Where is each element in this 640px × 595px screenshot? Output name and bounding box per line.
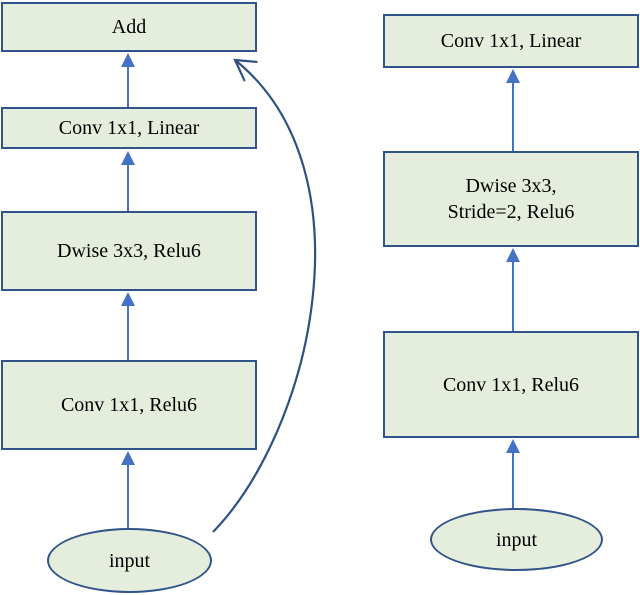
node-left-conv-1x1-linear-label: Conv 1x1, Linear (58, 117, 200, 139)
node-right-input: input (430, 508, 603, 571)
node-right-conv-1x1-relu6-label: Conv 1x1, Relu6 (442, 373, 580, 396)
node-add-label: Add (111, 16, 147, 38)
node-right-dwise-3x3-stride2-relu6: Dwise 3x3, Stride=2, Relu6 (383, 151, 639, 247)
node-left-dwise-3x3-relu6: Dwise 3x3, Relu6 (1, 211, 257, 291)
node-left-conv-1x1-relu6: Conv 1x1, Relu6 (1, 360, 257, 450)
node-right-conv-1x1-relu6: Conv 1x1, Relu6 (383, 331, 639, 438)
node-left-dwise-3x3-relu6-label: Dwise 3x3, Relu6 (57, 240, 201, 262)
node-right-conv-1x1-linear: Conv 1x1, Linear (383, 14, 639, 68)
node-add: Add (1, 2, 257, 52)
node-left-input: input (47, 528, 212, 593)
node-left-conv-1x1-relu6-label: Conv 1x1, Relu6 (60, 394, 198, 416)
node-right-input-label: input (495, 528, 538, 551)
node-left-conv-1x1-linear: Conv 1x1, Linear (1, 107, 257, 149)
node-right-conv-1x1-linear-label: Conv 1x1, Linear (440, 30, 582, 52)
node-right-dwise-3x3-stride2-relu6-label: Dwise 3x3, Stride=2, Relu6 (447, 175, 575, 223)
node-left-input-label: input (108, 549, 151, 572)
